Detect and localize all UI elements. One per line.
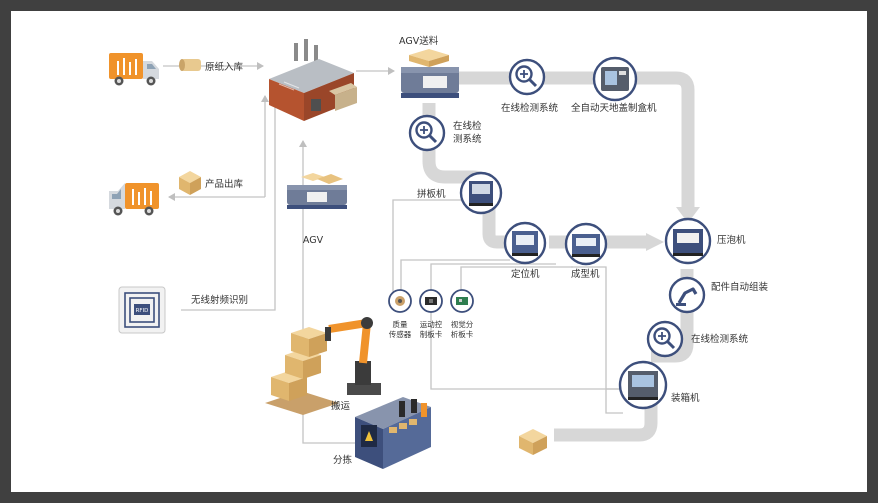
handling-robot-icon <box>265 317 381 415</box>
splicer-label: 拼板机 <box>417 188 446 200</box>
inspect-top-label: 在线检测系统 <box>501 102 559 114</box>
box-machine-icon <box>592 56 638 102</box>
quality-sensor-label-2: 传感器 <box>389 329 412 339</box>
assembly-label: 配件自动组装 <box>711 281 769 293</box>
positioner-label: 定位机 <box>511 268 540 280</box>
boxing-machine-icon <box>618 360 668 410</box>
process-flow-diagram: 原纸入库 产品出库 RFID 无线射频识别 AGV AGV送料 <box>109 35 769 469</box>
sorting-machine-icon <box>355 397 431 469</box>
press-label: 压泡机 <box>717 234 746 246</box>
paper-roll-icon <box>179 59 201 71</box>
rfid-chip-text: RFID <box>136 308 149 314</box>
assembly-robot-icon <box>668 276 706 314</box>
agv-feed-icon <box>401 49 459 98</box>
inspect-right-label: 在线检测系统 <box>691 333 749 345</box>
vision-card-label-2: 析板卡 <box>451 329 474 339</box>
sorting-label: 分拣 <box>333 454 353 466</box>
product-out-label: 产品出库 <box>205 178 244 190</box>
motion-card-label-1: 运动控 <box>420 319 443 329</box>
agv-label: AGV <box>303 235 324 246</box>
inspect-right-icon <box>646 320 684 358</box>
former-icon <box>564 222 608 266</box>
rfid-label: 无线射频识别 <box>191 294 248 306</box>
diagram-canvas: 原纸入库 产品出库 RFID 无线射频识别 AGV AGV送料 <box>11 11 867 492</box>
rfid-tag-icon: RFID <box>118 286 166 334</box>
agv-icon <box>287 173 347 209</box>
truck-out-icon <box>109 183 159 216</box>
inspect-left-label-2: 测系统 <box>453 133 482 145</box>
factory-icon <box>269 39 357 121</box>
raw-paper-in-label: 原纸入库 <box>205 61 244 73</box>
flow-arrowhead-down <box>676 207 700 223</box>
connector-lines <box>163 62 623 444</box>
motion-card-label-2: 制板卡 <box>420 329 443 339</box>
inspect-top-icon <box>508 58 546 96</box>
finished-box-icon <box>519 429 547 455</box>
flow-arrowhead-right <box>646 233 664 251</box>
splicer-icon <box>459 171 503 215</box>
vision-card-label-1: 视觉分 <box>451 319 474 329</box>
quality-sensor-label-1: 质量 <box>393 319 408 329</box>
truck-in-icon <box>109 53 159 86</box>
vision-card-icon <box>450 289 474 313</box>
handling-label: 搬运 <box>331 400 351 412</box>
positioner-icon <box>503 221 547 265</box>
quality-sensor-icon <box>388 289 412 313</box>
inspect-left-label-1: 在线检 <box>453 120 482 132</box>
press-icon <box>664 217 712 265</box>
box-machine-label: 全自动天地盖制盒机 <box>571 102 657 114</box>
motion-card-icon <box>419 289 443 313</box>
boxing-label: 装箱机 <box>671 392 700 404</box>
former-label: 成型机 <box>571 268 600 280</box>
inspect-left-icon <box>408 114 446 152</box>
product-box-icon <box>179 171 201 195</box>
agv-feed-label: AGV送料 <box>399 35 439 47</box>
